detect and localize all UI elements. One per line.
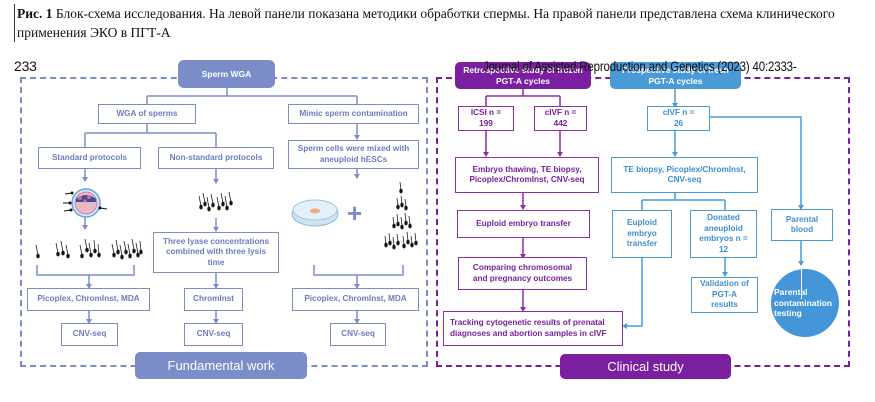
non-standard-protocols-label: Non-standard protocols [169,152,263,162]
civf-fresh-box: cIVF n = 26 [647,106,710,131]
methods-mimic-label: Picoplex, ChromInst, MDA [304,294,407,304]
cnv-seq-label-2: CNV-seq [196,329,231,339]
thawing-label: Embryo thawing, TE biopsy, Picoplex/Chro… [469,164,585,185]
icsi-label: ICSI n = 199 [470,108,502,128]
fundamental-work-footer: Fundamental work [135,352,307,379]
validation-label: Validation of PGT-A results [700,279,749,310]
sperm-column-mimic-icon [384,181,418,250]
te-biopsy-label: TE biopsy, Picoplex/ChromInst, CNV-seq [623,164,746,185]
euploid-transfer-frozen-label: Euploid embryo transfer [476,218,571,228]
methods-standard-box: Picoplex, ChromInst, MDA [27,288,150,311]
tracking-box: Tracking cytogenetic results of prenatal… [443,311,623,346]
prospective-header-label: Prospective study of fresh PGT-A cycles [622,64,729,86]
clinical-study-label: Clinical study [607,359,684,374]
cnv-seq-box-2: CNV-seq [184,323,243,346]
euploid-transfer-frozen-box: Euploid embryo transfer [457,210,590,238]
mimic-contamination-box: Mimic sperm contamination [288,104,419,124]
plus-icon: + [347,198,363,228]
sperm-mixed-box: Sperm cells were mixed with aneuploid hE… [288,140,419,169]
retrospective-header-label: Retrospective study of frozen PGT-A cycl… [463,64,583,86]
retrospective-header: Retrospective study of frozen PGT-A cycl… [455,62,591,89]
petri-dish-icon [291,199,339,227]
clinical-study-footer: Clinical study [560,354,731,379]
icsi-box: ICSI n = 199 [458,106,514,131]
circle-connector-line [801,269,802,299]
sperm-mixed-label: Sperm cells were mixed with aneuploid hE… [297,144,410,164]
zona-cell-illustration-icon [63,188,108,218]
sperm-wga-label: Sperm WGA [201,68,252,79]
figure-caption: Рис. 1 Блок-схема исследования. На левой… [14,4,874,42]
standard-protocols-label: Standard protocols [51,152,128,162]
validation-box: Validation of PGT-A results [691,277,758,313]
contamination-testing-label: Parental contamination testing [774,287,833,319]
tracking-label: Tracking cytogenetic results of prenatal… [450,318,607,338]
thawing-box: Embryo thawing, TE biopsy, Picoplex/Chro… [455,157,599,193]
sperm-group-nonstandard-icon [198,191,233,212]
cnv-seq-box-1: CNV-seq [61,323,118,346]
comparing-outcomes-box: Comparing chromosomal and pregnancy outc… [458,257,587,290]
donated-aneuploid-box: Donated aneuploid embryos n = 12 [690,210,757,258]
wga-of-sperms-box: WGA of sperms [98,104,196,124]
euploid-transfer-fresh-box: Euploid embryo transfer [612,210,672,258]
cnv-seq-label-1: CNV-seq [72,329,107,339]
lyase-conditions-label: Three lyase concentrations combined with… [162,236,270,267]
donated-aneuploid-label: Donated aneuploid embryos n = 12 [699,213,748,254]
wga-of-sperms-label: WGA of sperms [116,108,178,118]
civf-frozen-box: cIVF n = 442 [534,106,587,131]
standard-protocols-box: Standard protocols [38,147,141,169]
parental-blood-box: Parental blood [771,209,833,241]
mimic-contamination-label: Mimic sperm contamination [299,108,408,118]
comparing-outcomes-label: Comparing chromosomal and pregnancy outc… [472,263,573,283]
methods-nonstandard-label: ChromInst [193,294,234,304]
methods-nonstandard-box: ChromInst [184,288,243,311]
prospective-header: Prospective study of fresh PGT-A cycles [610,62,741,89]
methods-standard-label: Picoplex, ChromInst, MDA [37,294,140,304]
parental-blood-label: Parental blood [785,214,819,235]
lyase-conditions-box: Three lyase concentrations combined with… [153,232,279,273]
non-standard-protocols-box: Non-standard protocols [158,147,274,169]
fundamental-work-label: Fundamental work [167,358,275,373]
page-number: 233 [14,58,37,74]
euploid-transfer-fresh-label: Euploid embryo transfer [626,218,658,249]
cnv-seq-label-3: CNV-seq [341,329,375,339]
figure-label: Рис. 1 [17,6,53,21]
civf-frozen-label: cIVF n = 442 [544,108,577,128]
civf-fresh-label: cIVF n = 26 [662,108,695,128]
te-biopsy-box: TE biopsy, Picoplex/ChromInst, CNV-seq [611,157,758,193]
cnv-seq-box-3: CNV-seq [330,323,386,346]
journal-running-header: Journal of Assisted Reproduction and Gen… [483,58,797,74]
methods-mimic-box: Picoplex, ChromInst, MDA [292,288,419,311]
sperm-groups-standard-icon [35,238,143,260]
contamination-testing-circle: Parental contamination testing [771,269,839,337]
sperm-wga-header: Sperm WGA [178,60,275,88]
figure-caption-text: Блок-схема исследования. На левой панели… [17,6,835,40]
